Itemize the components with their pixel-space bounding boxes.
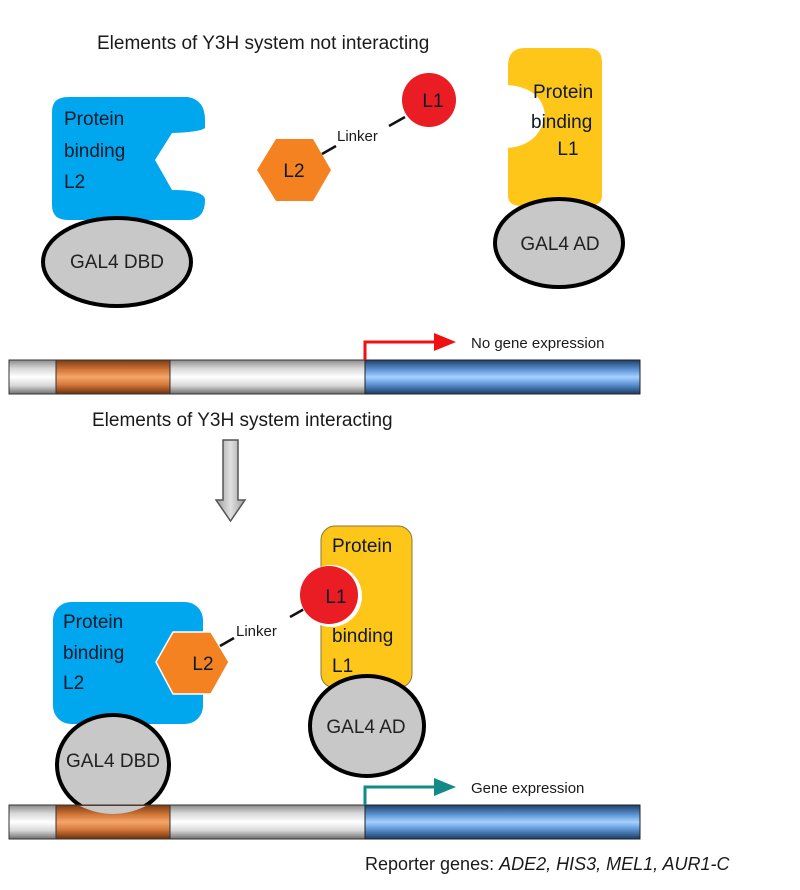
ligand-l2-label: L2 xyxy=(283,161,304,182)
dna-segment-gray-2 xyxy=(169,359,366,395)
linker-line-1 xyxy=(321,144,337,156)
dna-segment-gray-2-bottom xyxy=(169,804,366,840)
no-expression-arrow-icon xyxy=(363,333,456,360)
gal4-dbd xyxy=(41,216,193,308)
dna-construct-bottom xyxy=(8,804,641,840)
gal4-dbd-bound-overlap xyxy=(80,806,146,814)
ad-protein-text-3-bound: L1 xyxy=(332,656,353,677)
ligand-l1-label: L1 xyxy=(422,91,443,112)
ligand-l1 xyxy=(402,73,456,127)
title-interacting: Elements of Y3H system interacting xyxy=(92,410,393,431)
gal4-dbd-label: GAL4 DBD xyxy=(70,252,164,273)
gal4-ad-bound xyxy=(308,674,426,778)
dna-construct-top xyxy=(8,359,641,395)
dbd-protein-binding-l2 xyxy=(52,97,205,220)
no-gene-expression-label: No gene expression xyxy=(471,335,604,352)
dna-segment-binding-site xyxy=(55,359,171,395)
dbd-protein-text-1: Protein xyxy=(64,109,124,130)
ligand-l2-bound-label: L2 xyxy=(192,654,213,675)
down-arrow-icon xyxy=(214,439,247,523)
linker-bound-label: Linker xyxy=(236,623,277,640)
reporter-genes-list: ADE2, HIS3, MEL1, AUR1-C xyxy=(498,854,730,874)
gene-expression-label: Gene expression xyxy=(471,780,584,797)
dbd-protein-text-1-bound: Protein xyxy=(63,612,123,633)
dna-segment-gray-1 xyxy=(8,359,57,395)
dna-segment-reporter-bottom xyxy=(364,804,641,840)
ad-protein-text-3: L1 xyxy=(557,139,578,160)
gal4-ad xyxy=(493,197,625,289)
ligand-l1-bound xyxy=(300,566,358,624)
dna-segment-reporter xyxy=(364,359,641,395)
reporter-genes-prefix: Reporter genes: xyxy=(365,854,499,874)
ad-protein-text-1-bound: Protein xyxy=(332,536,392,557)
dna-segment-binding-site-bottom xyxy=(55,804,171,840)
dna-segment-gray-1-bottom xyxy=(8,804,57,840)
dbd-protein-text-3-bound: L2 xyxy=(63,673,84,694)
ad-protein-binding-l1 xyxy=(508,48,602,206)
gal4-dbd-bound-label: GAL4 DBD xyxy=(66,751,160,772)
ligand-l1-bound-label: L1 xyxy=(325,587,346,608)
ad-protein-text-2: binding xyxy=(531,112,592,133)
linker-label: Linker xyxy=(337,128,378,145)
gal4-ad-bound-label: GAL4 AD xyxy=(326,717,405,738)
ad-protein-text-1: Protein xyxy=(533,82,593,103)
dbd-protein-text-3: L2 xyxy=(64,172,85,193)
ligand-l2-bound xyxy=(155,631,230,695)
gal4-ad-label: GAL4 AD xyxy=(520,234,599,255)
dbd-protein-text-2-bound: binding xyxy=(63,643,124,664)
ligand-l2 xyxy=(257,139,331,201)
reporter-genes: Reporter genes: ADE2, HIS3, MEL1, AUR1-C xyxy=(365,854,730,874)
linker-line-bound-1 xyxy=(219,636,235,648)
ad-protein-text-2-bound: binding xyxy=(332,626,393,647)
dbd-protein-binding-l2-bound xyxy=(53,602,203,724)
dbd-protein-text-2: binding xyxy=(64,141,125,162)
title-not-interacting: Elements of Y3H system not interacting xyxy=(97,33,429,54)
linker-line-2 xyxy=(388,115,406,128)
gene-expression-arrow-icon xyxy=(363,778,456,805)
